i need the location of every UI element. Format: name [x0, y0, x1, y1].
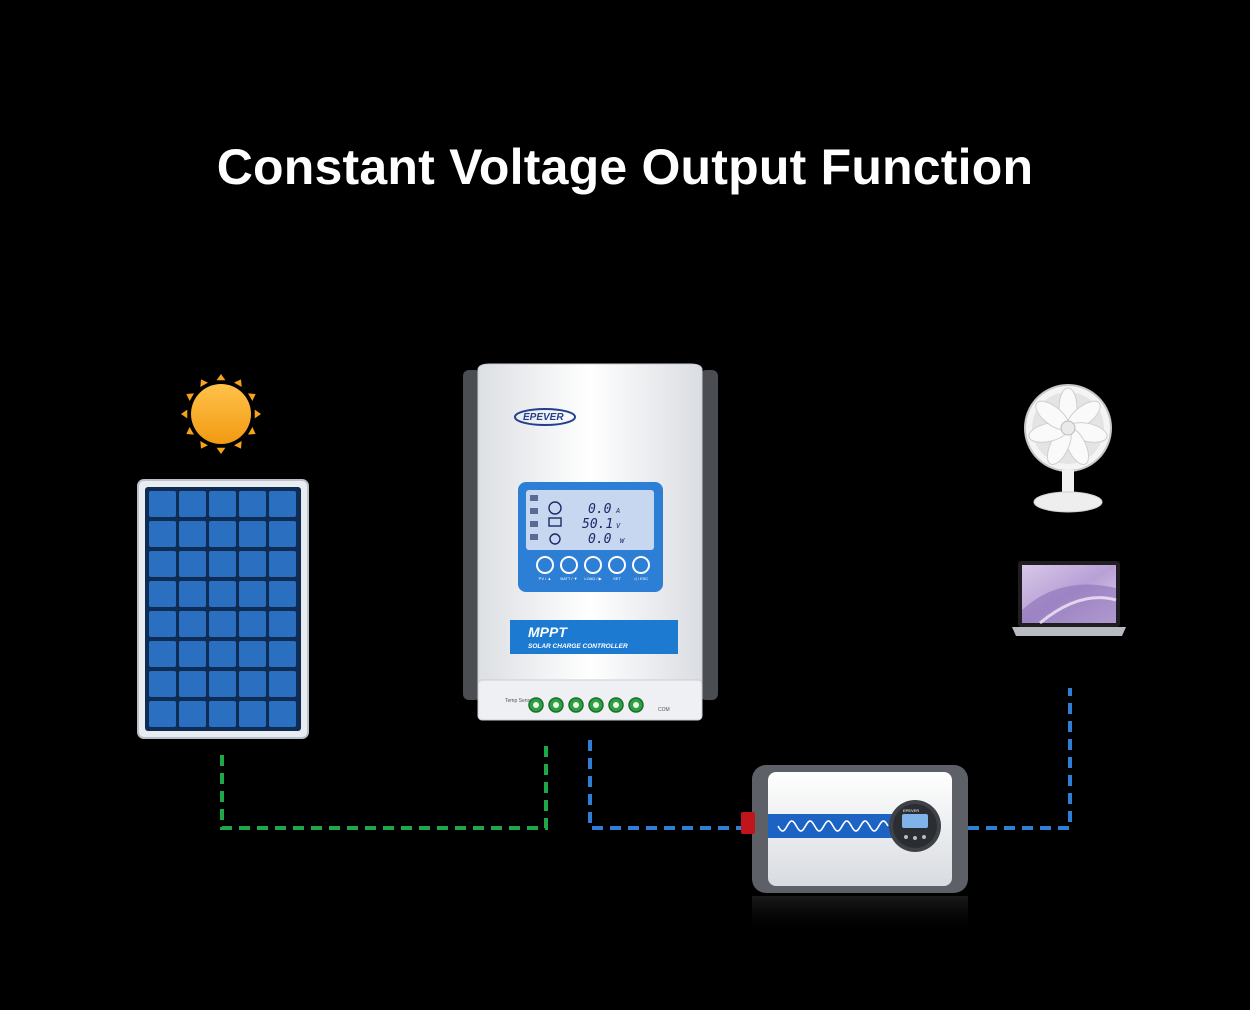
solar-cell [149, 671, 176, 697]
lcd-reading-1-unit: A [615, 507, 620, 515]
solar-cell [149, 581, 176, 607]
terminal-screw-head [633, 702, 639, 708]
controller-button [536, 556, 554, 574]
lcd-battery-icon [548, 517, 562, 527]
charge-controller-icon: EPEVER 0.0 A 50.1 V 0.0 W PV / ▲ BATT / ▼… [463, 363, 718, 721]
lcd-reading-3-unit: W [620, 537, 625, 545]
solar-cell [239, 641, 266, 667]
controller-subtitle: SOLAR CHARGE CONTROLLER [528, 643, 628, 650]
solar-cell [179, 611, 206, 637]
sun-ray [254, 409, 261, 419]
fan-icon [1024, 384, 1112, 513]
sun-ray [234, 379, 242, 388]
solar-cell [269, 641, 296, 667]
lcd-reading-2-value: 50.1 [582, 517, 613, 532]
controller-button [560, 556, 578, 574]
controller-model-label: MPPT [528, 624, 568, 640]
solar-cell [239, 521, 266, 547]
solar-cell [149, 521, 176, 547]
solar-cell [239, 491, 266, 517]
lcd-reading-3-value: 0.0 [588, 532, 612, 547]
controller-button-label: SET [613, 576, 621, 581]
controller-button-label: BATT / ▼ [560, 576, 577, 581]
sun-ray [234, 440, 242, 449]
solar-cell [269, 581, 296, 607]
terminal-screw-head [593, 702, 599, 708]
sun-disc [191, 384, 251, 444]
sun-ray [200, 379, 208, 388]
lcd-reading-2-unit: V [616, 522, 621, 530]
terminal-screw-head [553, 702, 559, 708]
solar-cell [209, 521, 236, 547]
sun-icon [181, 374, 261, 454]
terminal-screw-head [533, 702, 539, 708]
laptop-icon [1012, 561, 1126, 636]
sun-ray [181, 409, 188, 419]
solar-cell [179, 671, 206, 697]
solar-cell [149, 491, 176, 517]
solar-cell [149, 611, 176, 637]
solar-cell [269, 551, 296, 577]
controller-button-label: PV / ▲ [539, 576, 552, 581]
solar-cell [149, 551, 176, 577]
solar-cell [269, 701, 296, 727]
solar-cell [209, 551, 236, 577]
terminal-label-com: COM [658, 707, 670, 713]
solar-cell [179, 581, 206, 607]
sun-ray [200, 440, 208, 449]
page-title: Constant Voltage Output Function [216, 139, 1034, 195]
solar-cell [269, 491, 296, 517]
solar-cell [269, 611, 296, 637]
controller-button [584, 556, 602, 574]
controller-button-label: LOAD / ▶ [584, 576, 602, 581]
terminal-screw-head [573, 702, 579, 708]
solar-cell [209, 611, 236, 637]
terminal-label-temp: Temp Sensor [505, 698, 535, 704]
solar-cell [209, 641, 236, 667]
solar-cell [209, 581, 236, 607]
lcd-load-icon [549, 533, 561, 545]
lcd-icon-column [530, 495, 538, 540]
sun-ray [186, 393, 195, 401]
terminal-screw-head [613, 702, 619, 708]
solar-cell [269, 671, 296, 697]
solar-panel-icon [137, 479, 309, 739]
solar-cell [149, 701, 176, 727]
sun-ray [247, 393, 256, 401]
solar-cell [239, 671, 266, 697]
controller-button-label: ◁ / ESC [634, 576, 649, 581]
solar-cell [209, 491, 236, 517]
lcd-reading-1-value: 0.0 [588, 502, 612, 517]
solar-cell [149, 641, 176, 667]
solar-cell [179, 521, 206, 547]
solar-cell [209, 701, 236, 727]
controller-brand: EPEVER [523, 412, 564, 423]
solar-cell [239, 581, 266, 607]
solar-cell [179, 641, 206, 667]
sun-ray [216, 447, 226, 454]
inverter-brand: EPEVER [903, 808, 919, 813]
solar-cell [269, 521, 296, 547]
solar-cell [239, 701, 266, 727]
sun-ray [186, 427, 195, 435]
sun-ray [247, 427, 256, 435]
solar-cell [209, 671, 236, 697]
sun-ray [216, 374, 226, 381]
solar-cell [239, 551, 266, 577]
pv-wire [220, 740, 548, 830]
solar-cell [179, 701, 206, 727]
controller-button [608, 556, 626, 574]
inverter-icon: EPEVER [741, 765, 968, 936]
controller-button [632, 556, 650, 574]
solar-cell [179, 491, 206, 517]
solar-cell [239, 611, 266, 637]
lcd-pv-icon [548, 501, 562, 515]
solar-cell [179, 551, 206, 577]
